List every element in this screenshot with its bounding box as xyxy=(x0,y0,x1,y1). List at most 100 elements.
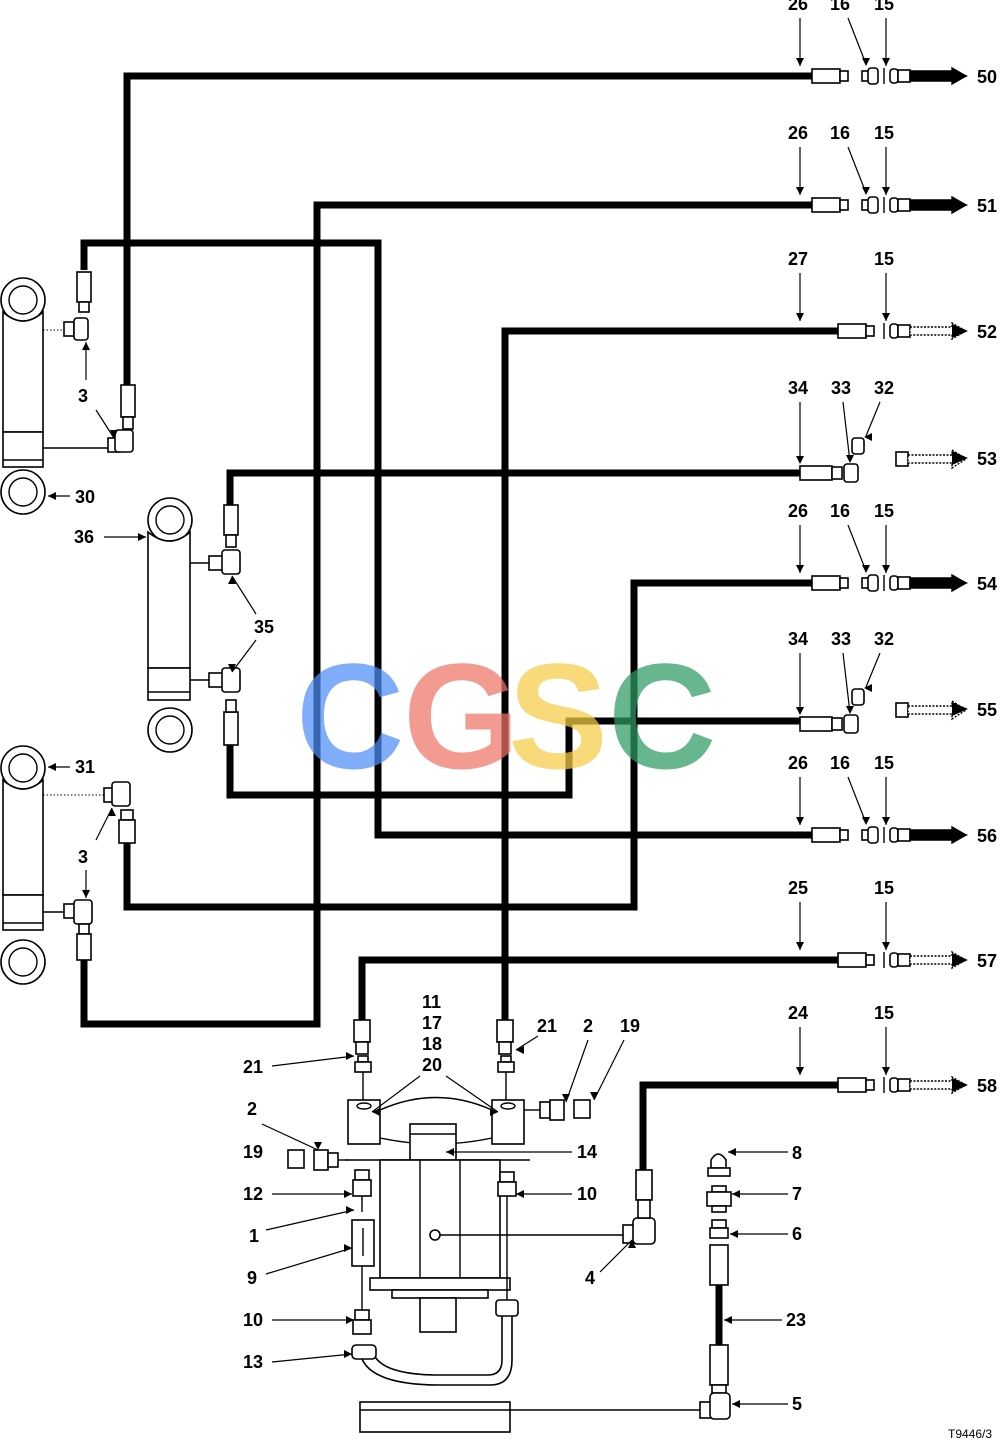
outlet-row-52: 52 27 15 xyxy=(788,249,997,342)
callout-seal: 1 xyxy=(249,1206,355,1246)
callout-51-0: 26 xyxy=(788,123,808,143)
outlet-label-55: 55 xyxy=(977,700,997,720)
svg-text:1: 1 xyxy=(249,1226,259,1246)
callout-tee-right: 2 xyxy=(562,1016,593,1103)
svg-text:13: 13 xyxy=(243,1352,263,1372)
outlet-row-57: 57 25 15 xyxy=(788,878,997,971)
callout-55-1: 33 xyxy=(831,629,851,649)
callout-fitting-10-bottom: 10 xyxy=(243,1310,354,1330)
outlet-label-51: 51 xyxy=(977,196,997,216)
svg-text:30: 30 xyxy=(75,487,95,507)
hose-to-56 xyxy=(80,239,812,839)
callout-fitting-10-right: 10 xyxy=(516,1184,597,1204)
callout-52-1: 15 xyxy=(874,249,894,269)
svg-text:8: 8 xyxy=(792,1143,802,1163)
callout-57-0: 25 xyxy=(788,878,808,898)
hose-to-58 xyxy=(639,1081,838,1170)
outlet-label-54: 54 xyxy=(977,574,997,594)
callout-nipple: 6 xyxy=(730,1224,802,1244)
outlet-row-54: 54 26 16 15 xyxy=(788,501,997,594)
callout-56-1: 16 xyxy=(830,753,850,773)
callout-elbow: 4 xyxy=(585,1239,636,1288)
svg-text:21: 21 xyxy=(243,1057,263,1077)
svg-text:5: 5 xyxy=(792,1394,802,1414)
svg-text:19: 19 xyxy=(243,1142,263,1162)
callout-elbow-5: 5 xyxy=(732,1394,802,1414)
callout-c3-part: 31 xyxy=(48,757,95,777)
callout-c1-part: 30 xyxy=(48,487,95,507)
callout-56-0: 26 xyxy=(788,753,808,773)
callout-50-0: 26 xyxy=(788,0,808,14)
callout-fitting-12: 12 xyxy=(243,1184,352,1204)
svg-text:19: 19 xyxy=(620,1016,640,1036)
callout-tube: 13 xyxy=(243,1350,353,1372)
callout-coupler: 7 xyxy=(732,1184,802,1204)
svg-text:21: 21 xyxy=(537,1016,557,1036)
callout-adapter-left: 21 xyxy=(243,1052,355,1077)
svg-text:4: 4 xyxy=(585,1268,595,1288)
outlet-row-55: 55 34 33 32 xyxy=(788,629,997,734)
callout-50-1: 16 xyxy=(830,0,850,14)
callout-cap: 8 xyxy=(728,1143,802,1163)
callout-c1-fitting: 3 xyxy=(78,342,118,439)
callout-54-2: 15 xyxy=(874,501,894,521)
hose-to-53 xyxy=(226,469,800,505)
svg-text:10: 10 xyxy=(577,1184,597,1204)
watermark-letter-4: C xyxy=(608,632,716,800)
callout-53-2: 32 xyxy=(874,378,894,398)
svg-text:7: 7 xyxy=(792,1184,802,1204)
callout-plug-right: 19 xyxy=(590,1016,640,1101)
outlet-label-52: 52 xyxy=(977,322,997,342)
callout-56-2: 15 xyxy=(874,753,894,773)
svg-text:20: 20 xyxy=(422,1055,442,1075)
watermark-letter-2: G xyxy=(403,632,520,800)
watermark-letter-3: S xyxy=(508,632,608,800)
callout-plug-left: 19 xyxy=(243,1142,263,1162)
callout-hose: 23 xyxy=(724,1310,806,1330)
svg-text:17: 17 xyxy=(422,1013,442,1033)
outlet-row-51: 51 26 16 15 xyxy=(788,123,997,216)
svg-text:3: 3 xyxy=(78,847,88,867)
callout-54-1: 16 xyxy=(830,501,850,521)
outlet-label-57: 57 xyxy=(977,951,997,971)
figure-id: T9446/3 xyxy=(948,1427,992,1441)
watermark: C G S C xyxy=(296,632,716,800)
callout-53-1: 33 xyxy=(831,378,851,398)
callout-54-0: 26 xyxy=(788,501,808,521)
svg-text:18: 18 xyxy=(422,1034,442,1054)
svg-text:12: 12 xyxy=(243,1184,263,1204)
valve-assembly xyxy=(287,1019,700,1433)
svg-text:2: 2 xyxy=(247,1099,257,1119)
hose-to-52 xyxy=(501,327,838,1020)
callout-51-1: 16 xyxy=(830,123,850,143)
callout-55-2: 32 xyxy=(874,629,894,649)
callout-57-1: 15 xyxy=(874,878,894,898)
hose-to-54 xyxy=(123,579,812,911)
callout-indicator: 9 xyxy=(247,1244,353,1288)
svg-text:31: 31 xyxy=(75,757,95,777)
fill-kit xyxy=(699,1153,732,1420)
callout-58-1: 15 xyxy=(874,1003,894,1023)
callout-adapter-right: 21 xyxy=(515,1016,557,1054)
svg-text:14: 14 xyxy=(577,1142,597,1162)
svg-text:10: 10 xyxy=(243,1310,263,1330)
callout-c2-part: 36 xyxy=(74,527,146,547)
callout-52-0: 27 xyxy=(788,249,808,269)
callout-c2-fittings: 35 xyxy=(228,575,274,673)
svg-text:6: 6 xyxy=(792,1224,802,1244)
callout-51-2: 15 xyxy=(874,123,894,143)
hose-to-50 xyxy=(123,72,812,385)
callout-50-2: 15 xyxy=(874,0,894,14)
callout-58-0: 24 xyxy=(788,1003,808,1023)
svg-text:3: 3 xyxy=(78,386,88,406)
callout-body: 14 xyxy=(446,1142,597,1162)
callout-55-0: 34 xyxy=(788,629,808,649)
svg-text:35: 35 xyxy=(254,617,274,637)
